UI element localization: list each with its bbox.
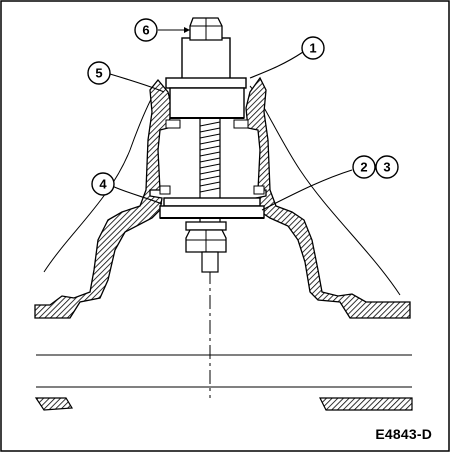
callout-label: 3 xyxy=(383,160,390,175)
lower-section-left xyxy=(34,397,74,411)
tool-body xyxy=(181,37,231,81)
callout-5: 5 xyxy=(87,61,111,85)
rod-threads xyxy=(199,121,221,193)
lower-bearing-cup xyxy=(159,205,265,219)
lower-driver-plate xyxy=(163,197,261,207)
callout-6: 6 xyxy=(134,18,158,42)
callout-label: 2 xyxy=(360,160,367,175)
hub-section-right xyxy=(245,76,411,319)
hub-section-left xyxy=(34,78,173,319)
upper-driver-plate xyxy=(165,77,247,89)
rod-end xyxy=(201,251,219,273)
figure-code: E4843-D xyxy=(375,426,432,442)
callout-label: 4 xyxy=(99,177,107,192)
callout-3: 3 xyxy=(375,155,399,179)
callout-4: 4 xyxy=(91,172,115,196)
reference-curve-right xyxy=(249,85,401,296)
callout-1: 1 xyxy=(301,36,325,60)
upper-bearing-cup xyxy=(169,87,245,119)
callout-label: 1 xyxy=(309,41,316,56)
washer xyxy=(185,221,227,231)
reference-curve-left xyxy=(43,85,159,273)
callout-2: 2 xyxy=(352,155,376,179)
callout-label: 6 xyxy=(142,23,149,38)
lower-section-right xyxy=(319,397,413,411)
callout-label: 5 xyxy=(95,66,102,81)
